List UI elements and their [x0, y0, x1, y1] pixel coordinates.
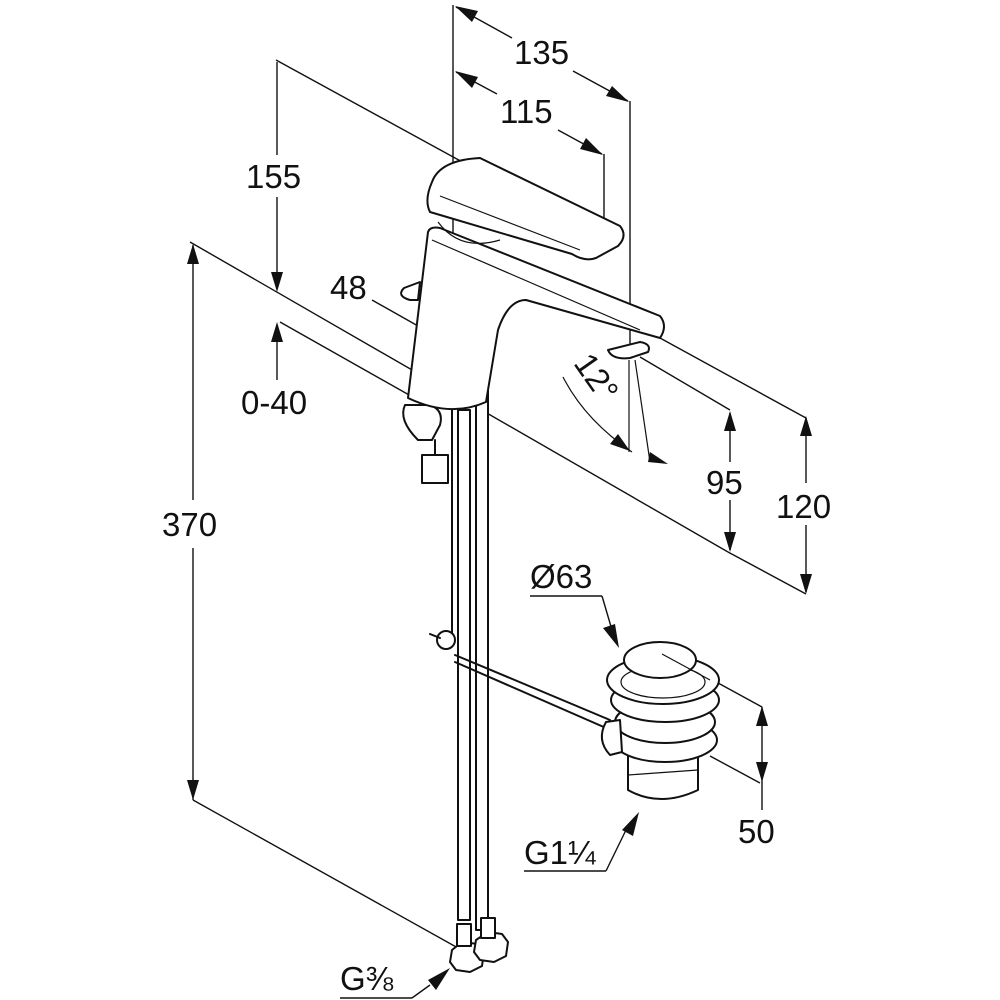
dim-g114-arrow: [622, 812, 639, 836]
linkage-bar-top: [454, 654, 611, 721]
faucet-body: [407, 226, 665, 411]
label-155: 155: [246, 158, 301, 195]
label-120: 120: [776, 488, 831, 525]
dim-370-arrow-a: [187, 244, 199, 264]
dim-95-top-ext: [639, 356, 731, 411]
popup-waste: [600, 641, 720, 800]
dim-g38-arrow: [428, 968, 450, 990]
dim-95-arrow-a: [724, 411, 736, 431]
faucet: [400, 157, 665, 973]
popup-handle: [400, 281, 421, 301]
dim-155-top-ext: [275, 59, 467, 165]
dim-g38-leader: [411, 984, 431, 999]
dim-95-arrow-b: [724, 532, 736, 552]
angle-arrow-a: [610, 434, 630, 451]
body-top-edge: [431, 239, 641, 331]
dim-120-arrow-b: [800, 574, 812, 594]
aerator: [607, 341, 650, 360]
dim-50-arrow-a: [756, 706, 768, 726]
dim-50-arrow-b: [756, 762, 768, 782]
label-95: 95: [706, 464, 743, 501]
dim-63-arrow: [603, 624, 619, 648]
linkage-bar-bottom: [454, 661, 607, 729]
waste-center-line: [661, 653, 711, 681]
dim-g114-leader: [605, 829, 627, 872]
dim-370-arrow-b: [187, 780, 199, 800]
mounting-clamp: [402, 404, 442, 441]
angle-arrow-b: [648, 452, 668, 464]
lever-base: [437, 221, 501, 244]
label-370: 370: [162, 506, 217, 543]
mounting-nut: [421, 454, 449, 484]
label-48: 48: [330, 269, 367, 306]
label-diameter-63: Ø63: [530, 558, 592, 595]
dim-63-leader: [601, 595, 613, 631]
label-115: 115: [500, 93, 553, 130]
hose-ferrule-left: [456, 923, 472, 947]
lever-edge: [439, 195, 581, 251]
hose-ferrule-right: [480, 917, 496, 939]
waste-tailpiece-ring: [627, 769, 699, 776]
dimension-lines: [187, 5, 812, 999]
dim-115-arrow-a: [455, 71, 478, 88]
dim-120-arrow-a: [800, 416, 812, 436]
dim-155-arrow: [271, 272, 283, 292]
dim-135-arrow-b: [606, 86, 629, 102]
label-g1-1-4: G1¼: [524, 834, 596, 871]
label-50: 50: [738, 813, 775, 850]
dim-50-bottom-ext: [709, 755, 761, 784]
waste-linkage-bracket: [600, 719, 623, 756]
dim-370-bottom-ext: [192, 799, 459, 949]
dim-115-arrow-b: [580, 138, 603, 155]
dim-120-bottom-ext: [727, 551, 807, 595]
supply-hose-right: [475, 389, 489, 931]
control-lever: [426, 157, 625, 261]
angle-ray-b: [634, 359, 651, 463]
dimension-labels: 135 115 155 48 0-40 370 12° 95 120 Ø63 5…: [162, 34, 831, 997]
waste-plug: [623, 641, 697, 679]
dim-120-top-ext: [659, 337, 807, 419]
dim-135-arrow-a: [455, 6, 478, 22]
popup-rod-knob: [436, 630, 456, 650]
label-135: 135: [514, 34, 569, 71]
label-g3-8: G⅜: [340, 960, 394, 997]
deck-bottom-line: [279, 321, 419, 401]
label-0-40: 0-40: [241, 384, 307, 421]
dim-040-arrow: [271, 322, 283, 342]
popup-rod-pin: [429, 633, 441, 639]
